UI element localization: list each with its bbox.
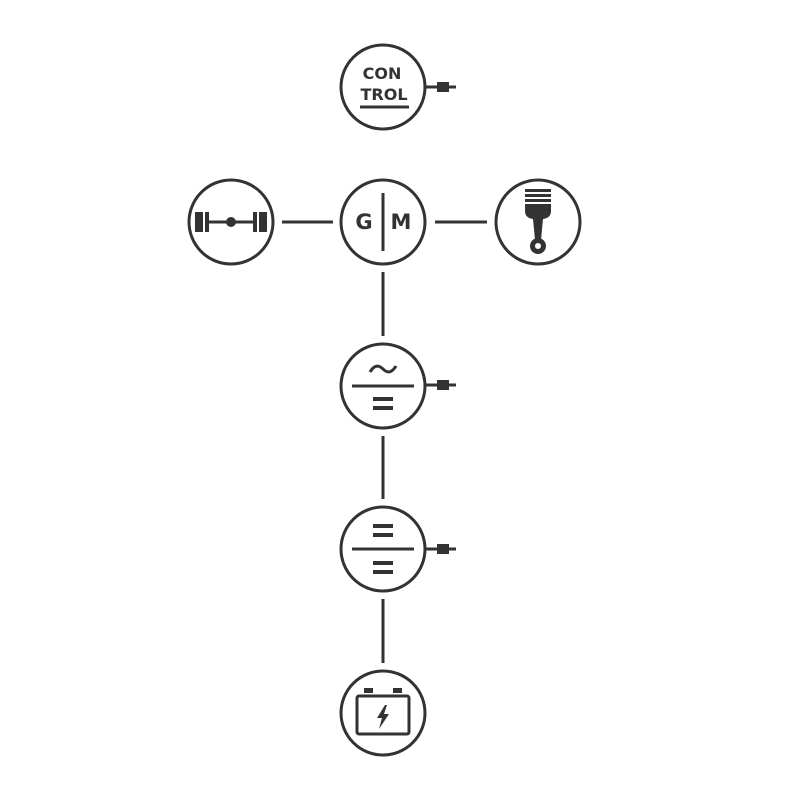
motor-label: M [391, 210, 412, 234]
control-label-line1: CON [363, 64, 402, 83]
battery-icon [355, 688, 411, 736]
engine-node[interactable] [494, 178, 582, 266]
battery-node[interactable] [339, 669, 427, 757]
generator-label: G [355, 210, 372, 234]
dc-dc-converter-icon [352, 524, 414, 574]
control-node[interactable]: CON TROL [339, 43, 456, 131]
converter-connector-icon [425, 544, 456, 554]
dc-dc-converter-node[interactable] [339, 505, 456, 593]
piston-icon [525, 189, 551, 254]
control-connector-icon [425, 82, 456, 92]
inverter-node[interactable] [339, 342, 456, 430]
drive-axle-icon [195, 212, 267, 232]
axle-node[interactable] [187, 178, 275, 266]
control-label-line2: TROL [360, 85, 407, 104]
inverter-connector-icon [425, 380, 456, 390]
ac-dc-inverter-icon [352, 364, 414, 410]
motor-generator-node[interactable]: G M [339, 178, 427, 266]
